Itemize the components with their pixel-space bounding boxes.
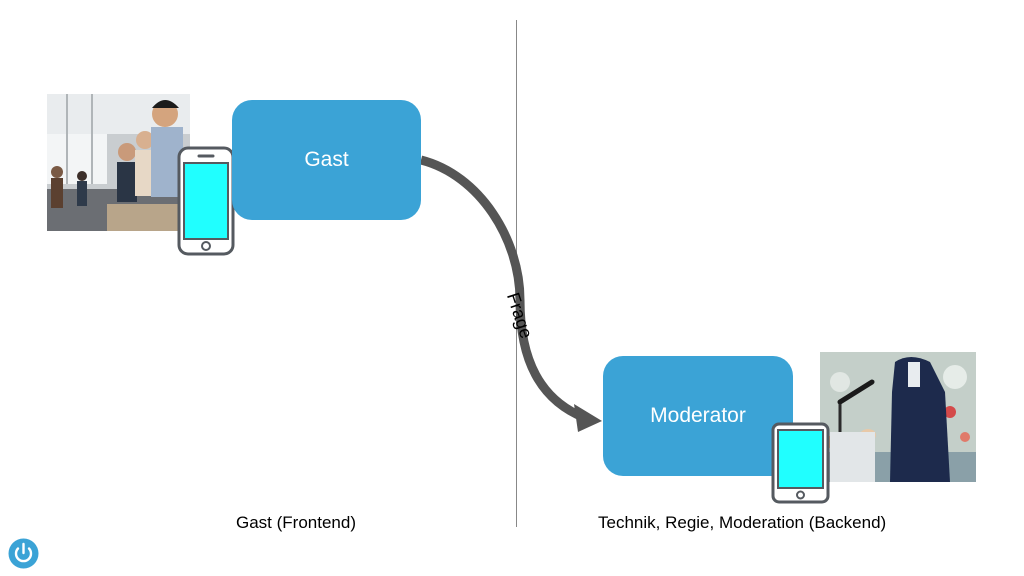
arrowhead	[574, 404, 602, 432]
power-logo-icon	[8, 538, 39, 569]
speaker-photo	[820, 352, 976, 482]
guest-node-label: Gast	[304, 148, 349, 171]
moderator-node-label: Moderator	[650, 404, 746, 427]
frontend-caption: Gast (Frontend)	[236, 513, 356, 532]
smartphone-icon	[177, 146, 235, 256]
guest-node: Gast	[232, 100, 421, 220]
tablet-icon	[771, 422, 830, 504]
backend-caption: Technik, Regie, Moderation (Backend)	[598, 513, 887, 532]
audience-photo	[47, 94, 190, 231]
moderator-node: Moderator	[603, 356, 793, 476]
